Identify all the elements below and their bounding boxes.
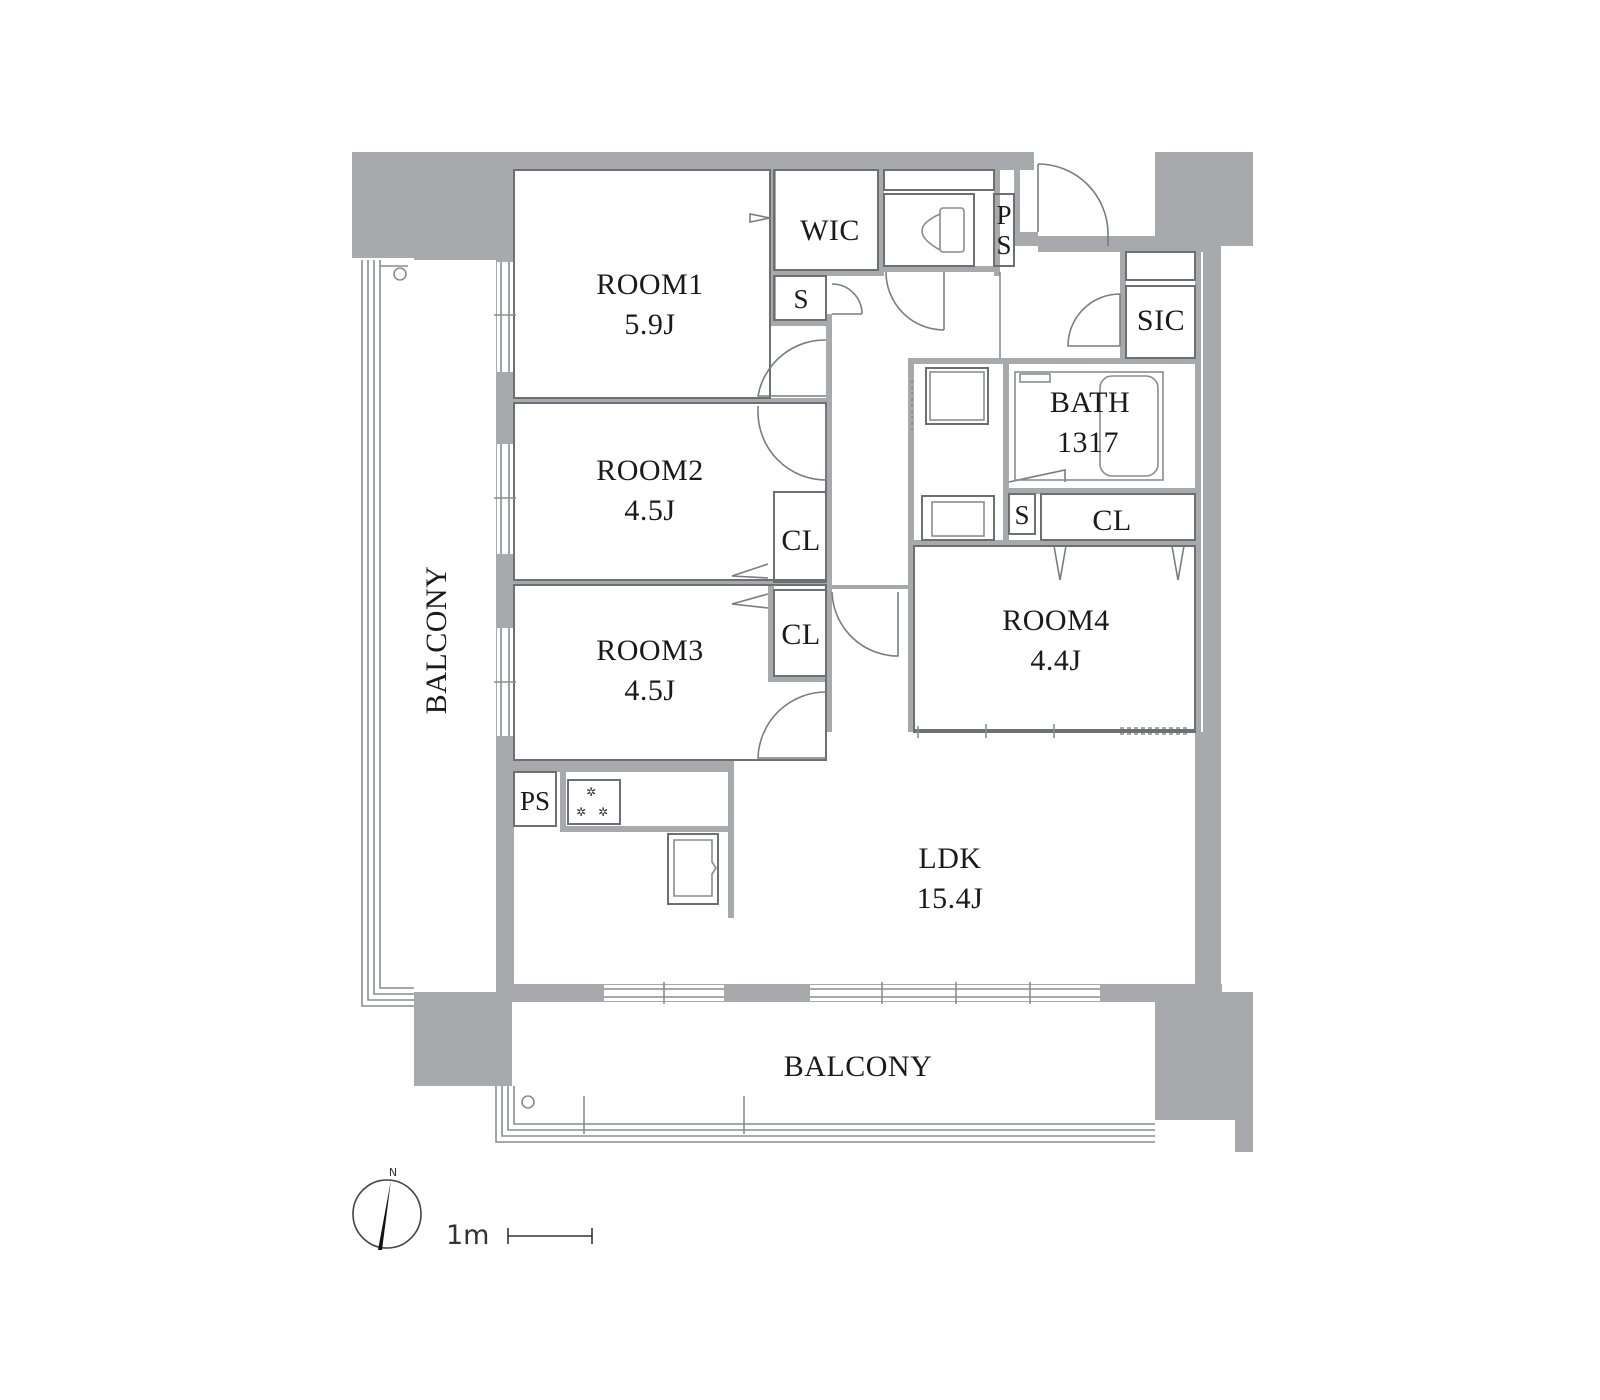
room2-size: 4.5J (624, 494, 675, 527)
room1-name: ROOM1 (596, 268, 704, 301)
sink-icon (667, 833, 719, 905)
svg-text:✲: ✲ (586, 785, 596, 799)
washbasin-icon (911, 367, 989, 430)
compass-north-label: N (389, 1166, 397, 1179)
washer-icon (921, 495, 995, 541)
svg-text:✲: ✲ (598, 805, 608, 819)
scale-label: 1m (446, 1220, 489, 1251)
ps-top-label-1: P (996, 200, 1011, 230)
bath-name: BATH (1050, 386, 1130, 419)
walls (352, 152, 1253, 1152)
room-outlines (513, 169, 1196, 827)
scale-bar: 1m (446, 1220, 593, 1251)
stove-icon: ✲ ✲ ✲ (567, 779, 621, 825)
room4-name: ROOM4 (1002, 604, 1110, 637)
s-closet-label-2: S (1014, 500, 1029, 530)
south-balcony (495, 982, 1155, 1143)
room1-size: 5.9J (624, 308, 675, 341)
svg-text:✲: ✲ (576, 805, 586, 819)
bath-size: 1317 (1057, 426, 1119, 459)
ldk-name: LDK (918, 842, 981, 875)
west-balcony-label: BALCONY (420, 566, 453, 715)
ps-kitchen-label: PS (520, 786, 550, 816)
cl-room2-label: CL (781, 524, 820, 557)
labels: ROOM1 5.9J ROOM2 4.5J ROOM3 4.5J ROOM4 4… (420, 200, 1185, 1083)
south-balcony-label: BALCONY (784, 1050, 933, 1083)
s-closet-label-1: S (793, 284, 808, 314)
room3-size: 4.5J (624, 674, 675, 707)
cl-room4-label: CL (1092, 504, 1131, 537)
west-windows (494, 262, 516, 736)
west-balcony (361, 260, 516, 1007)
ps-top-label-2: S (996, 230, 1011, 260)
room4-size: 4.4J (1030, 644, 1081, 677)
doors (731, 163, 1195, 759)
toilet-icon (921, 207, 965, 253)
room2-name: ROOM2 (596, 454, 704, 487)
compass-icon: N (352, 1166, 422, 1250)
room-fills (514, 170, 1195, 984)
south-windows (604, 982, 1100, 1004)
bathtub-icon (1014, 371, 1164, 481)
wic-label: WIC (800, 214, 860, 247)
sic-label: SIC (1137, 304, 1185, 337)
room3-name: ROOM3 (596, 634, 704, 667)
cl-room3-label: CL (781, 618, 820, 651)
ldk-size: 15.4J (917, 882, 984, 915)
